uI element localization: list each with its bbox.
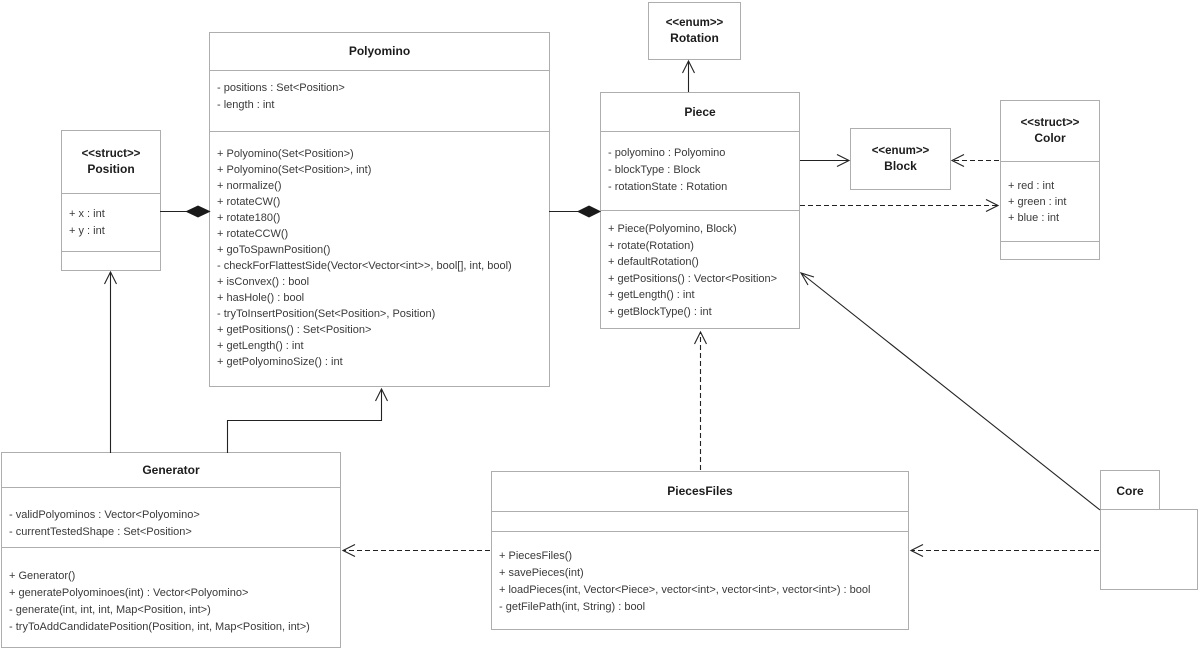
member-line: + rotate180() <box>217 212 281 224</box>
edge-association-generator-position <box>104 270 117 453</box>
class-box-color[interactable]: <<struct>> Color + red : int + green : in… <box>1000 100 1100 260</box>
class-title-position: <<struct>> Position <box>62 131 160 193</box>
member-line: + Polyomino(Set<Position>, int) <box>217 164 372 176</box>
member-line: - rotationState : Rotation <box>608 181 728 193</box>
package-tab-core[interactable]: Core <box>1100 470 1160 510</box>
methods-compartment-generator: + Generator() + generatePolyominoes(int) … <box>2 547 340 647</box>
class-box-piecesfiles[interactable]: PiecesFiles + PiecesFiles() + savePieces(… <box>491 471 909 630</box>
edge-dependency-color-block <box>950 154 999 167</box>
member-line: + green : int <box>1008 196 1067 208</box>
member-line: + getPolyominoSize() : int <box>217 356 343 368</box>
member-line: + getLength() : int <box>608 289 695 301</box>
attributes-compartment-generator: - validPolyominos : Vector<Polyomino> - c… <box>2 487 340 547</box>
class-box-generator[interactable]: Generator - validPolyominos : Vector<Pol… <box>1 452 341 648</box>
edge-association-piece-block <box>800 154 851 167</box>
edge-dependency-piece-color <box>800 199 1000 212</box>
enum-title-rotation: <<enum>> Rotation <box>649 3 740 59</box>
class-title-piecesfiles: PiecesFiles <box>667 484 733 498</box>
member-line: - tryToInsertPosition(Set<Position>, Pos… <box>217 308 436 320</box>
member-line: + PiecesFiles() <box>499 550 573 562</box>
member-line: + y : int <box>69 225 105 237</box>
methods-compartment-piecesfiles: + PiecesFiles() + savePieces(int) + loadPi… <box>492 531 908 629</box>
member-line: - getFilePath(int, String) : bool <box>499 601 646 613</box>
member-line: + Polyomino(Set<Position>) <box>217 148 354 160</box>
member-line: - blockType : Block <box>608 164 701 176</box>
edge-dependency-core-piecesfiles <box>909 544 1099 557</box>
enum-box-block[interactable]: <<enum>> Block <box>850 128 951 190</box>
member-line: + Piece(Polyomino, Block) <box>608 223 737 235</box>
attributes-compartment-piece: - polyomino : Polyomino - blockType : Blo… <box>601 131 799 210</box>
methods-compartment-piece: + Piece(Polyomino, Block) + rotate(Rotati… <box>601 210 799 328</box>
member-line: + loadPieces(int, Vector<Piece>, vector<… <box>499 584 871 596</box>
member-line: - tryToAddCandidatePosition(Position, in… <box>9 621 310 633</box>
methods-compartment-color <box>1001 241 1099 259</box>
member-line: + getPositions() : Set<Position> <box>217 324 372 336</box>
class-title-color: <<struct>> Color <box>1001 101 1099 161</box>
class-title-piece: Piece <box>684 104 716 119</box>
class-box-piece[interactable]: Piece - polyomino : Polyomino - blockType… <box>600 92 800 329</box>
stereotype-block: <<enum>> <box>871 145 930 157</box>
edge-association-piece-rotation <box>682 59 695 92</box>
enum-box-rotation[interactable]: <<enum>> Rotation <box>648 2 741 60</box>
member-line: + Generator() <box>9 570 76 582</box>
member-line: + generatePolyominoes(int) : Vector<Poly… <box>9 587 249 599</box>
member-line: - length : int <box>217 99 275 111</box>
member-line: + rotateCCW() <box>217 228 289 240</box>
member-line: - polyomino : Polyomino <box>608 147 726 159</box>
class-box-polyomino[interactable]: Polyomino - positions : Set<Position> - l… <box>209 32 550 387</box>
member-line: + blue : int <box>1008 212 1060 224</box>
member-line: + x : int <box>69 208 105 220</box>
package-title-core: Core <box>1116 483 1144 498</box>
methods-compartment-polyomino: + Polyomino(Set<Position>) + Polyomino(Se… <box>210 131 549 386</box>
enum-name-block: Block <box>884 159 917 173</box>
enum-name-rotation: Rotation <box>670 31 719 45</box>
attributes-compartment-position: + x : int + y : int <box>62 193 160 251</box>
attributes-compartment-piecesfiles <box>492 511 908 531</box>
member-line: + getPositions() : Vector<Position> <box>608 272 778 285</box>
member-line: + savePieces(int) <box>499 567 584 579</box>
edge-dependency-piecesfiles-generator <box>341 544 490 557</box>
package-body-core[interactable] <box>1100 509 1198 590</box>
enum-title-block: <<enum>> Block <box>851 129 950 189</box>
member-line: + getBlockType() : int <box>608 305 712 318</box>
member-line: - generate(int, int, int, Map<Position, … <box>9 604 211 616</box>
edge-composition-piece-polyomino <box>549 205 602 218</box>
class-name-color: Color <box>1034 131 1066 145</box>
class-box-position[interactable]: <<struct>> Position + x : int + y : int <box>61 130 161 271</box>
member-line: - currentTestedShape : Set<Position> <box>9 526 192 538</box>
member-line: + rotate(Rotation) <box>608 239 694 252</box>
class-name-position: Position <box>87 162 135 176</box>
member-line: + normalize() <box>217 180 282 192</box>
member-line: + hasHole() : bool <box>217 292 305 304</box>
member-line: + getLength() : int <box>217 340 304 352</box>
member-line: - positions : Set<Position> <box>217 82 345 94</box>
attributes-compartment-color: + red : int + green : int + blue : int <box>1001 161 1099 241</box>
edge-association-generator-polyomino <box>226 387 388 453</box>
member-line: + defaultRotation() <box>608 256 699 268</box>
member-line: + red : int <box>1008 180 1055 192</box>
member-line: + isConvex() : bool <box>217 276 310 288</box>
edge-composition-polyomino-position <box>160 205 211 218</box>
class-title-generator: Generator <box>142 462 200 477</box>
edge-dependency-piecesfiles-piece <box>694 330 707 470</box>
methods-compartment-position <box>62 251 160 270</box>
stereotype-color: <<struct>> <box>1020 117 1080 129</box>
attributes-compartment-polyomino: - positions : Set<Position> - length : in… <box>210 70 549 131</box>
stereotype-position: <<struct>> <box>81 148 141 160</box>
class-title-polyomino: Polyomino <box>348 44 411 58</box>
member-line: - checkForFlattestSide(Vector<Vector<int… <box>217 260 512 272</box>
member-line: - validPolyominos : Vector<Polyomino> <box>9 509 200 521</box>
stereotype-rotation: <<enum>> <box>665 17 724 29</box>
member-line: + rotateCW() <box>217 196 281 208</box>
member-line: + goToSpawnPosition() <box>217 244 331 256</box>
